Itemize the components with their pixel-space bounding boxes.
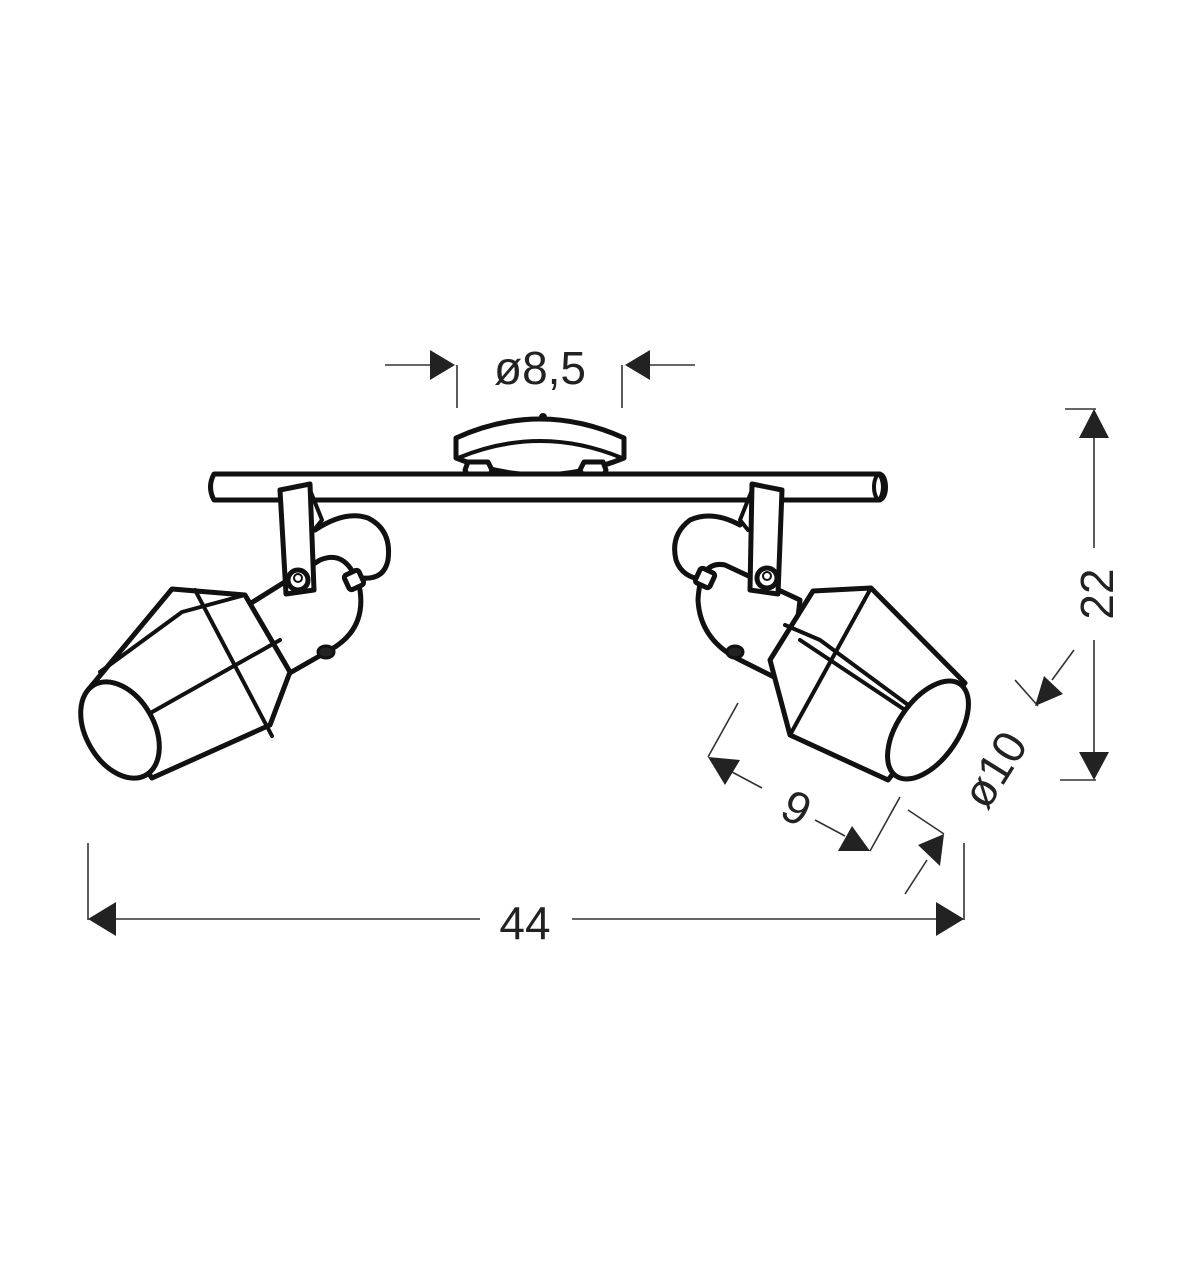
dimension-height: 22 xyxy=(1060,408,1123,781)
right-spotlight xyxy=(672,481,971,783)
left-spotlight xyxy=(78,481,392,781)
canopy-diameter-label: ø8,5 xyxy=(494,342,586,394)
shade-length-label: 9 xyxy=(773,779,820,837)
ceiling-canopy xyxy=(453,413,627,483)
dimension-total-width: 44 xyxy=(87,843,965,949)
dimension-canopy-diameter: ø8,5 xyxy=(385,342,695,408)
total-width-label: 44 xyxy=(499,897,550,949)
shade-diameter-label: ø10 xyxy=(951,722,1037,817)
mounting-bar xyxy=(208,471,888,503)
height-label: 22 xyxy=(1071,568,1123,619)
